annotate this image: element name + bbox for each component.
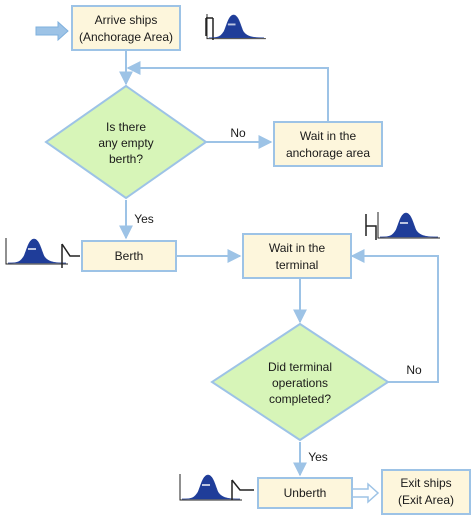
decision-empty-berth-line2: any empty [98,136,153,150]
edge-no-ops [350,249,439,383]
bracket-connector-icon [365,214,377,240]
terminal-distribution-icon [365,211,441,240]
bracket-connector-icon [231,479,254,500]
node-exit-ships: Exit ships (Exit Area) [381,469,471,515]
node-exit-line2: (Exit Area) [398,493,454,507]
node-berth: Berth [81,240,177,272]
decision-empty-berth-line3: berth? [109,152,143,166]
edge-label-yes-ops: Yes [308,450,328,464]
edge-anchorage-loop [126,61,329,122]
edge-unberth-to-exit [351,482,380,504]
berth-distribution-icon [5,237,80,268]
node-wait-anchorage-line1: Wait in the [300,129,357,143]
node-wait-anchorage-line2: anchorage area [286,146,370,160]
connectors [119,50,439,504]
decision-ops-line1: Did terminal [268,360,332,374]
node-wait-terminal-line1: Wait in the [269,241,326,255]
edge-label-no-ops: No [406,363,422,377]
node-arrive-line2: (Anchorage Area) [79,30,173,44]
node-unberth: Unberth [257,477,353,509]
decision-ops-completed: Did terminal operations completed? [210,322,390,442]
edge-label-yes-berth: Yes [134,212,154,226]
node-arrive-ships: Arrive ships (Anchorage Area) [71,5,181,51]
edge-label-no-berth: No [230,126,246,140]
node-wait-terminal-line2: terminal [276,258,319,272]
node-exit-line1: Exit ships [400,476,451,490]
node-unberth-label: Unberth [284,486,327,500]
arrival-distribution-icon [205,13,267,40]
node-wait-anchorage: Wait in the anchorage area [273,121,383,167]
node-arrive-line1: Arrive ships [95,13,158,27]
decision-ops-line2: operations [272,376,328,390]
node-wait-terminal: Wait in the terminal [242,233,352,279]
decision-ops-line3: completed? [269,392,331,406]
unberth-distribution-icon [179,473,254,501]
bracket-connector-icon [61,243,80,268]
decision-empty-berth: Is there any empty berth? [44,84,208,200]
decision-empty-berth-line1: Is there [106,120,146,134]
node-berth-label: Berth [115,249,144,263]
entry-arrow-icon [35,20,69,42]
